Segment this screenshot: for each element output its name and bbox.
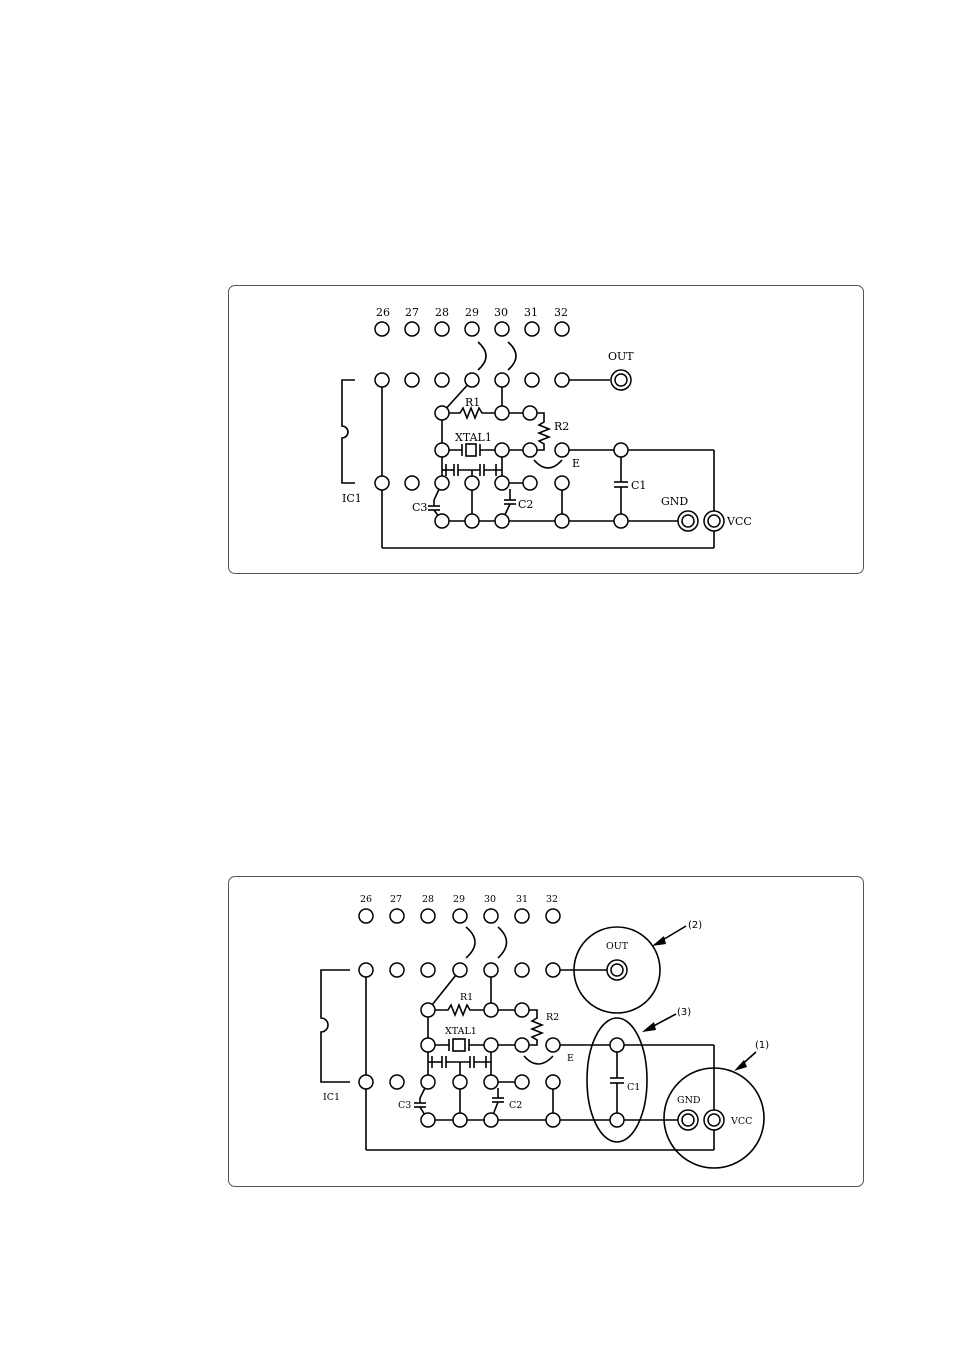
callout-3: (3) xyxy=(677,1007,691,1018)
pad xyxy=(515,963,529,977)
pad xyxy=(546,1075,560,1089)
pad xyxy=(359,909,373,923)
pin-number: 32 xyxy=(546,894,558,905)
xtal-label: XTAL1 xyxy=(445,1026,477,1037)
component-labels: OUT R1 R2 XTAL1 E C1 C2 C3 IC1 GND VCC (… xyxy=(323,920,769,1127)
pad xyxy=(390,963,404,977)
pad xyxy=(484,1113,498,1127)
callout-1: (1) xyxy=(755,1040,769,1051)
pad xyxy=(546,963,560,977)
pad xyxy=(421,1113,435,1127)
pin-number: 26 xyxy=(360,894,372,905)
pad xyxy=(359,963,373,977)
out-label: OUT xyxy=(606,941,629,952)
c2-label: C2 xyxy=(509,1100,522,1111)
r1-label: R1 xyxy=(460,992,473,1003)
gnd-label: GND xyxy=(677,1095,701,1106)
pin-number: 27 xyxy=(390,894,402,905)
pad xyxy=(484,1038,498,1052)
c3-label: C3 xyxy=(398,1100,411,1111)
pad xyxy=(453,1113,467,1127)
pad xyxy=(390,1075,404,1089)
pad xyxy=(515,1038,529,1052)
e-label: E xyxy=(567,1053,574,1064)
pad xyxy=(453,909,467,923)
highlight-marks xyxy=(574,926,764,1168)
pad xyxy=(484,963,498,977)
vcc-label: VCC xyxy=(730,1116,752,1127)
pad xyxy=(390,909,404,923)
pad xyxy=(610,1038,624,1052)
pad xyxy=(453,1075,467,1089)
pin-number: 30 xyxy=(484,894,496,905)
pad xyxy=(546,1113,560,1127)
pad xyxy=(515,1003,529,1017)
pad xyxy=(610,1113,624,1127)
pad xyxy=(484,909,498,923)
pad xyxy=(421,1003,435,1017)
pad xyxy=(359,1075,373,1089)
callout-2: (2) xyxy=(688,920,702,931)
pad xyxy=(421,1075,435,1089)
pad xyxy=(421,963,435,977)
wires xyxy=(321,927,714,1150)
pin-number: 29 xyxy=(453,894,465,905)
pad xyxy=(546,1038,560,1052)
ic1-label: IC1 xyxy=(323,1092,340,1103)
c1-label: C1 xyxy=(627,1082,640,1093)
pad xyxy=(421,1038,435,1052)
r2-label: R2 xyxy=(546,1012,559,1023)
pad xyxy=(515,909,529,923)
pad xyxy=(484,1003,498,1017)
pad xyxy=(484,1075,498,1089)
pad xyxy=(515,1075,529,1089)
pin-number-row: 26 27 28 29 30 31 32 xyxy=(360,894,558,905)
pin-number: 31 xyxy=(516,894,528,905)
pad xyxy=(453,963,467,977)
pad xyxy=(421,909,435,923)
pad xyxy=(546,909,560,923)
pin-number: 28 xyxy=(422,894,434,905)
